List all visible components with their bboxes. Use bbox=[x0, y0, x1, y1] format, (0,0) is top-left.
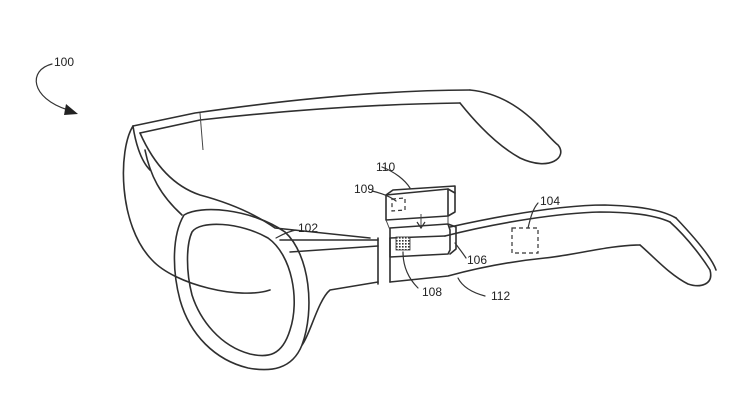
module-contacts-outline bbox=[391, 197, 406, 212]
contacts-pad bbox=[395, 236, 411, 251]
leader-106 bbox=[454, 242, 467, 259]
module-110 bbox=[385, 185, 456, 231]
connector-106 bbox=[389, 223, 457, 258]
label-104: 104 bbox=[540, 194, 560, 208]
leader-104 bbox=[527, 202, 539, 229]
label-108: 108 bbox=[422, 285, 442, 299]
leader-112 bbox=[457, 277, 486, 297]
leader-108 bbox=[402, 251, 419, 289]
label-110: 110 bbox=[376, 160, 395, 174]
arrow-head bbox=[64, 104, 78, 115]
leader-109 bbox=[371, 190, 397, 202]
curved-arrow-icon bbox=[35, 63, 69, 111]
label-109: 109 bbox=[354, 182, 374, 196]
glasses-frame bbox=[122, 89, 562, 371]
label-106: 106 bbox=[467, 253, 487, 267]
device-arrow bbox=[35, 63, 78, 115]
leader-102 bbox=[275, 229, 297, 239]
down-arrow-icon bbox=[416, 221, 426, 230]
temple-arm bbox=[389, 204, 717, 287]
label-100: 100 bbox=[54, 55, 74, 69]
sensor-104-box bbox=[511, 227, 539, 254]
leader-110 bbox=[381, 166, 411, 189]
label-112: 112 bbox=[491, 289, 510, 303]
label-102: 102 bbox=[298, 221, 318, 235]
